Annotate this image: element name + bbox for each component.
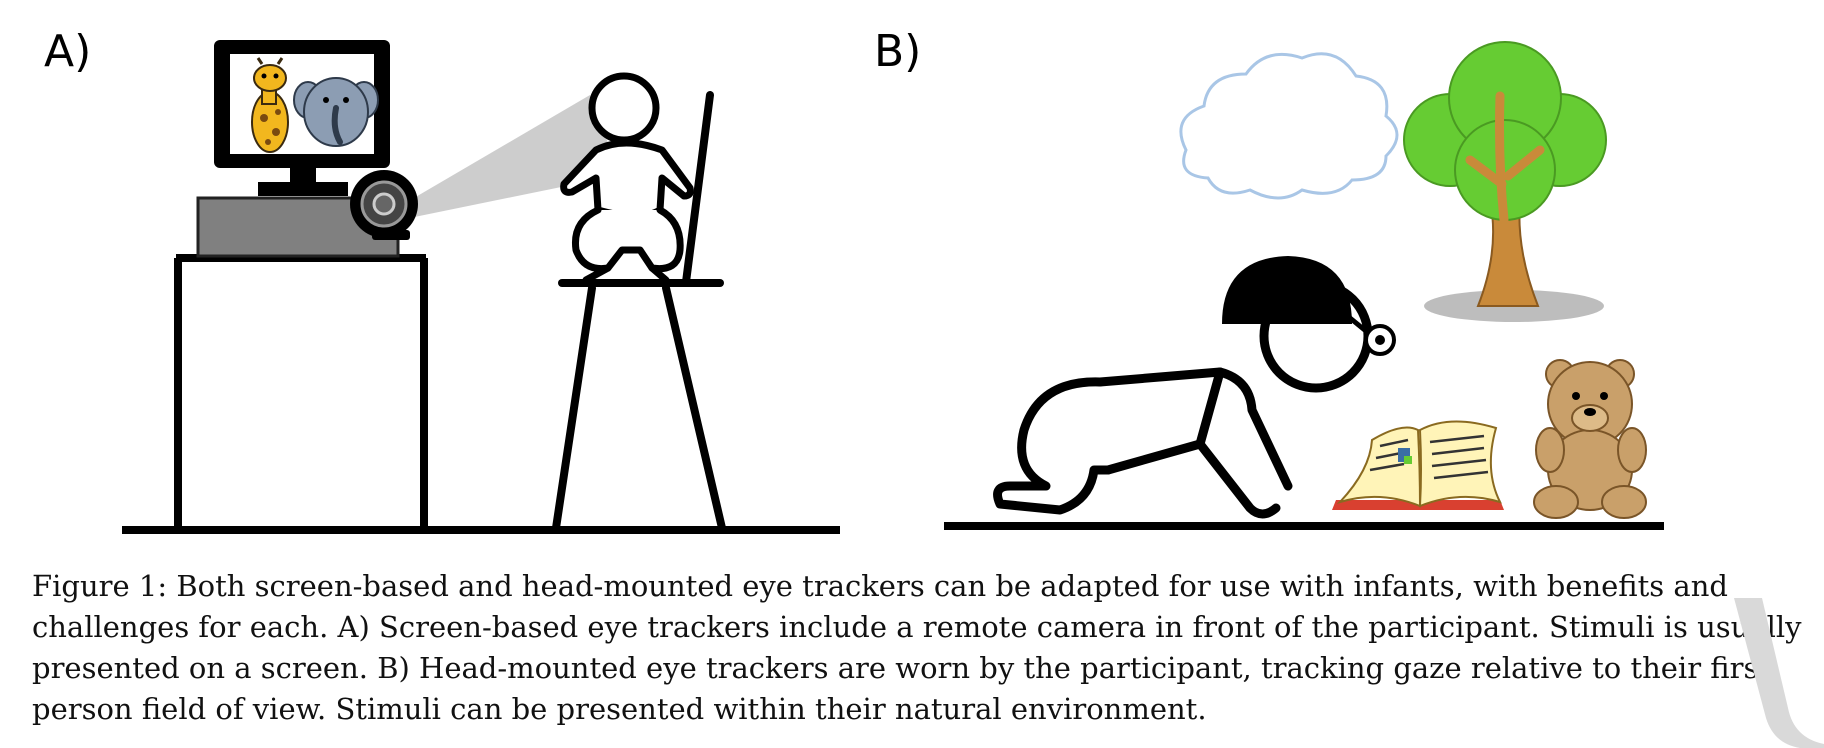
crawling-infant-icon <box>993 279 1373 519</box>
desk <box>174 254 428 530</box>
panel-a-label: A) <box>44 26 91 77</box>
panel-a: A) <box>44 26 840 534</box>
open-book-icon <box>1332 420 1504 510</box>
high-chair-icon <box>552 91 726 532</box>
figure-illustration: A) <box>44 26 1664 534</box>
corner-watermark <box>1734 598 1824 748</box>
camera-beam <box>390 95 620 222</box>
elephant-icon <box>293 77 379 147</box>
head-mounted-camera-icon <box>1222 256 1396 356</box>
figure-caption: Figure 1: Both screen-based and head-mou… <box>32 569 1802 726</box>
webcam-icon <box>350 170 418 240</box>
panel-b: B) <box>874 26 1664 530</box>
panel-b-label: B) <box>874 26 921 77</box>
giraffe-icon <box>251 57 289 153</box>
seated-infant-icon <box>560 72 694 284</box>
cloud-icon <box>1179 52 1399 200</box>
teddy-bear-icon <box>1533 359 1647 519</box>
tree-icon <box>1403 41 1607 322</box>
